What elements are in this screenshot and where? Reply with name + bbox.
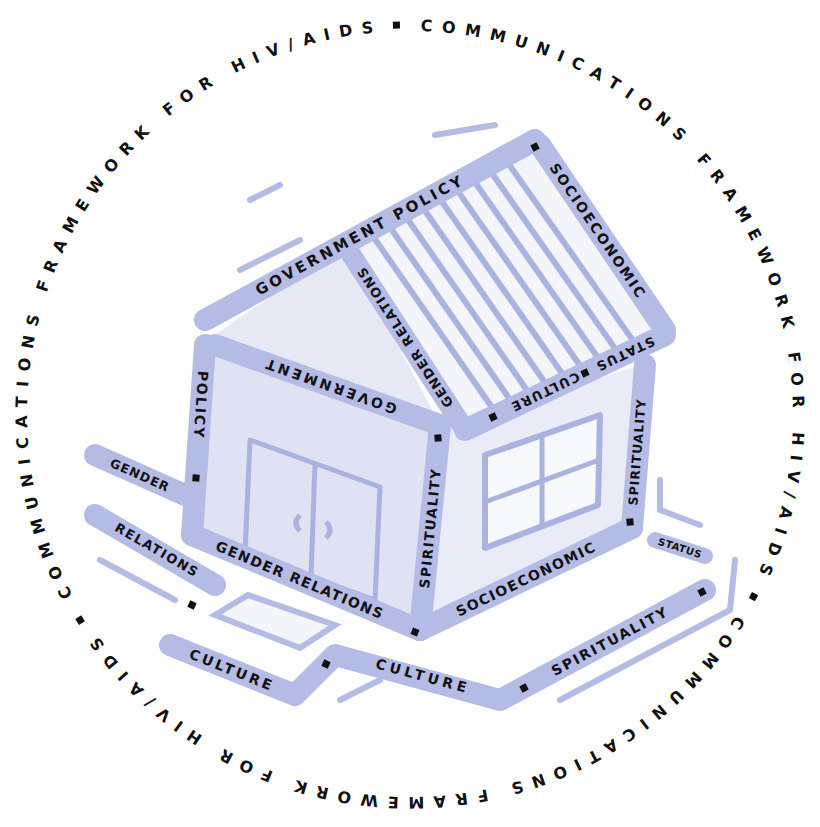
ring-title-path: COMMUNICATIONS FRAMEWORK FOR HIV/AIDS bbox=[12, 18, 374, 603]
window bbox=[485, 415, 600, 548]
house-faces bbox=[192, 145, 662, 630]
ground-line bbox=[340, 680, 380, 700]
ring-title-path: COMMUNICATIONS FRAMEWORK FOR HIV/AIDS bbox=[420, 16, 808, 578]
bullet bbox=[410, 627, 419, 636]
bullet bbox=[697, 587, 706, 596]
roof-stripe bbox=[459, 193, 579, 365]
edge-label: CULTURE bbox=[187, 646, 277, 694]
bullet bbox=[488, 412, 497, 421]
bullet bbox=[519, 683, 528, 692]
ground-line bbox=[100, 560, 175, 600]
edge-label: POLICY bbox=[191, 370, 212, 440]
bullet bbox=[749, 592, 758, 601]
edge-label: GENDER RELATIONS bbox=[213, 538, 386, 622]
band bbox=[540, 145, 665, 330]
door-split bbox=[311, 463, 315, 577]
roof-stripe bbox=[425, 211, 545, 382]
edge-label: SOCIOECONOMIC bbox=[453, 538, 598, 619]
ring-title-path: COMMUNICATIONS FRAMEWORK FOR HIV/AIDS bbox=[86, 613, 749, 812]
bullet bbox=[321, 659, 330, 668]
band bbox=[420, 528, 632, 630]
path-slab bbox=[215, 595, 335, 648]
door-handles bbox=[296, 515, 330, 538]
ground-line bbox=[560, 560, 735, 700]
band bbox=[95, 455, 185, 495]
edge-label: SPIRITUALITY bbox=[549, 603, 672, 679]
edge-label: CULTURE bbox=[508, 369, 582, 415]
bullet bbox=[393, 22, 400, 29]
ground-line bbox=[250, 185, 280, 200]
bullet bbox=[192, 474, 199, 481]
edge-label: GOVERNMENT bbox=[261, 355, 399, 417]
edge-label: RELATIONS bbox=[112, 520, 202, 580]
band bbox=[95, 515, 215, 585]
bullets bbox=[187, 142, 706, 692]
band bbox=[170, 590, 705, 700]
edge-label: SPIRITUALITY bbox=[625, 398, 649, 506]
edge-label: SPIRITUALITY bbox=[416, 467, 444, 589]
ring-title: COMMUNICATIONS FRAMEWORK FOR HIV/AIDS bbox=[420, 16, 808, 578]
bullet bbox=[75, 615, 85, 625]
roof-stripe bbox=[493, 175, 614, 347]
edge-label: CULTURE bbox=[374, 655, 472, 696]
window-bar bbox=[485, 460, 599, 502]
edge-label: SOCIOECONOMIC bbox=[547, 160, 650, 302]
edge-label: STATUS bbox=[657, 536, 704, 560]
ring-title: COMMUNICATIONS FRAMEWORK FOR HIV/AIDS bbox=[86, 613, 749, 812]
label-bands bbox=[95, 140, 705, 700]
roof-stripe bbox=[442, 202, 562, 374]
ground-line bbox=[660, 480, 700, 525]
ground-lines bbox=[100, 125, 735, 700]
bullet bbox=[187, 600, 196, 609]
edge-label: GENDER bbox=[108, 455, 172, 495]
band bbox=[215, 345, 440, 425]
edge-label: GENDER RELATIONS bbox=[354, 264, 456, 411]
bullet bbox=[580, 368, 589, 377]
edge-label: STATUS bbox=[593, 333, 657, 374]
bullet bbox=[530, 142, 539, 151]
bullet bbox=[626, 518, 634, 526]
ring-title: COMMUNICATIONS FRAMEWORK FOR HIV/AIDS bbox=[12, 18, 374, 603]
ground-line bbox=[435, 125, 495, 135]
bullet bbox=[434, 434, 442, 442]
